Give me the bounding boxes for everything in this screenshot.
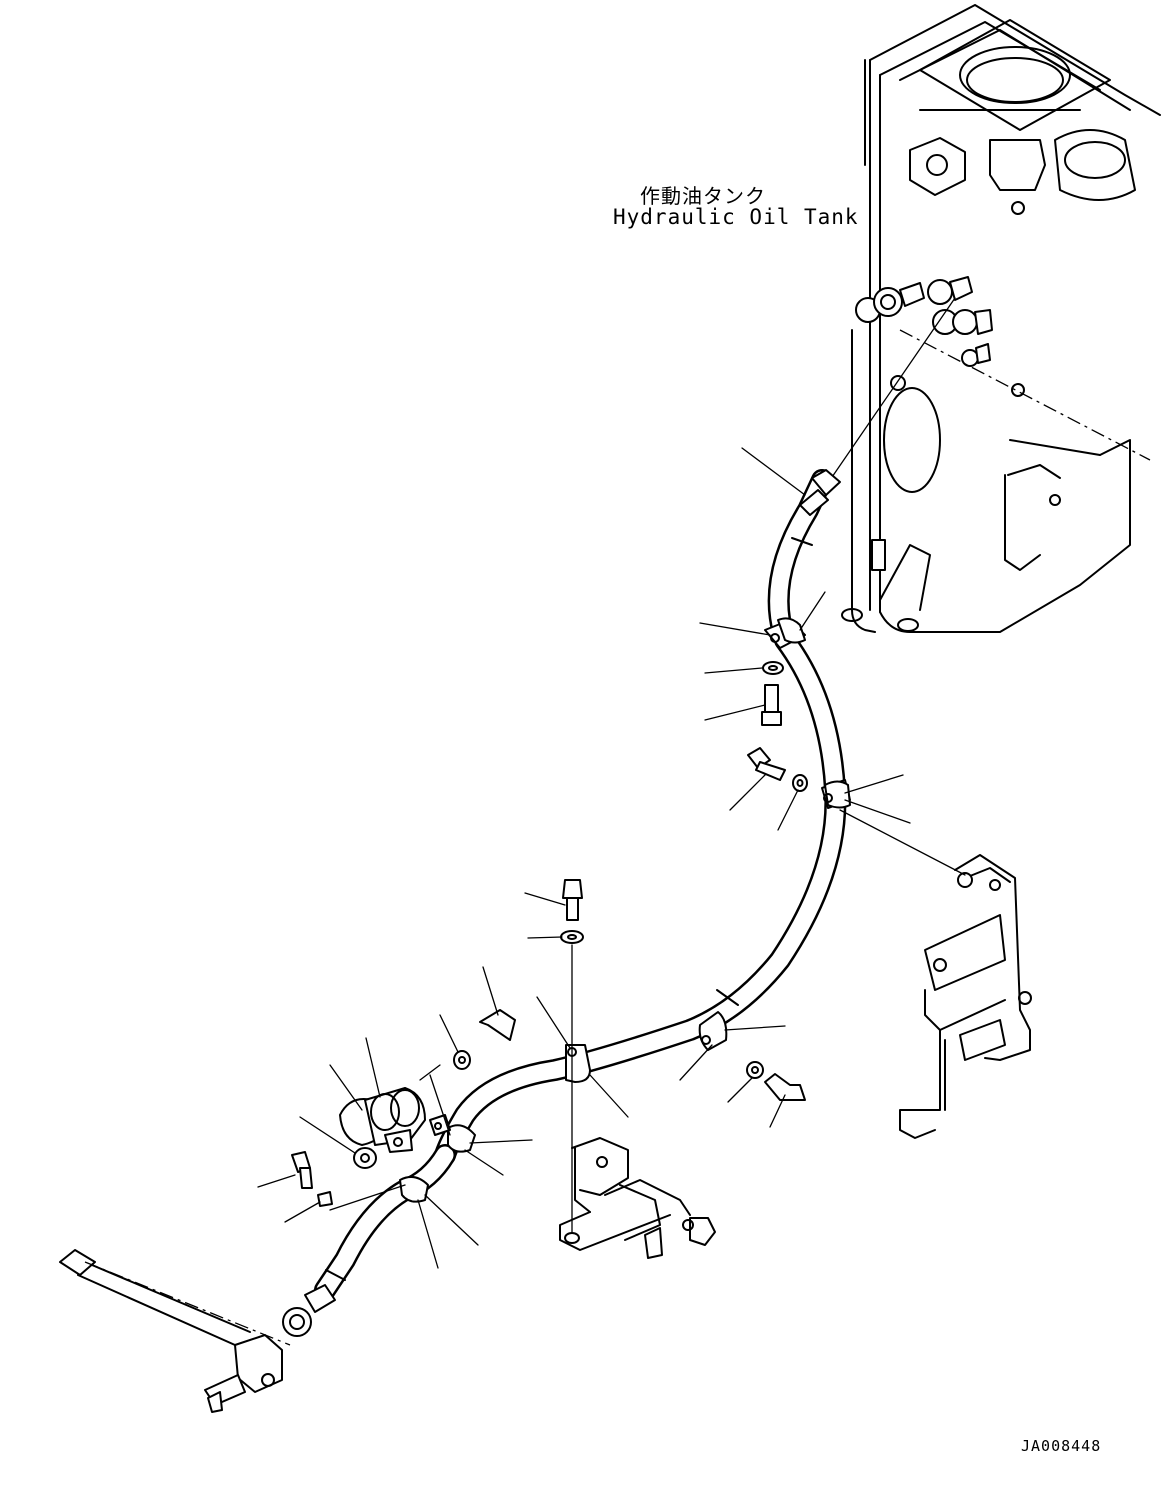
washer-left <box>453 1050 471 1070</box>
hose-clamp-upper <box>764 617 806 649</box>
drawing-code: JA008448 <box>1021 1437 1102 1455</box>
bolt-upper <box>761 684 782 726</box>
bolt-middle <box>747 747 786 781</box>
hose-clamp-center <box>565 1044 591 1083</box>
bolt-far-left <box>291 1151 313 1189</box>
washer-center <box>560 930 584 1236</box>
hose-clamp-lower-right <box>698 1011 728 1051</box>
clamp-block-assembly <box>339 1064 451 1169</box>
leader-lines <box>257 447 911 1269</box>
tank-label-japanese: 作動油タンク <box>640 184 766 208</box>
mounting-bracket-center <box>559 1137 716 1259</box>
washer-middle <box>792 774 808 792</box>
mounting-bracket-right <box>839 809 1032 1139</box>
tank-port-fittings <box>855 276 993 367</box>
main-hydraulic-hose <box>282 469 847 1337</box>
pin-far-left <box>317 1191 333 1207</box>
tank-label-english: Hydraulic Oil Tank <box>613 205 859 229</box>
hose-clamp-middle <box>821 779 851 809</box>
washer-upper <box>762 661 784 675</box>
bolt-center-top <box>562 879 583 921</box>
washer-lower-right <box>746 1061 764 1079</box>
bolt-lower-right <box>764 1073 806 1101</box>
lower-left-valve <box>59 1249 291 1413</box>
hydraulic-oil-tank <box>829 4 1161 633</box>
hose-clamp-lower-left <box>399 1175 429 1203</box>
